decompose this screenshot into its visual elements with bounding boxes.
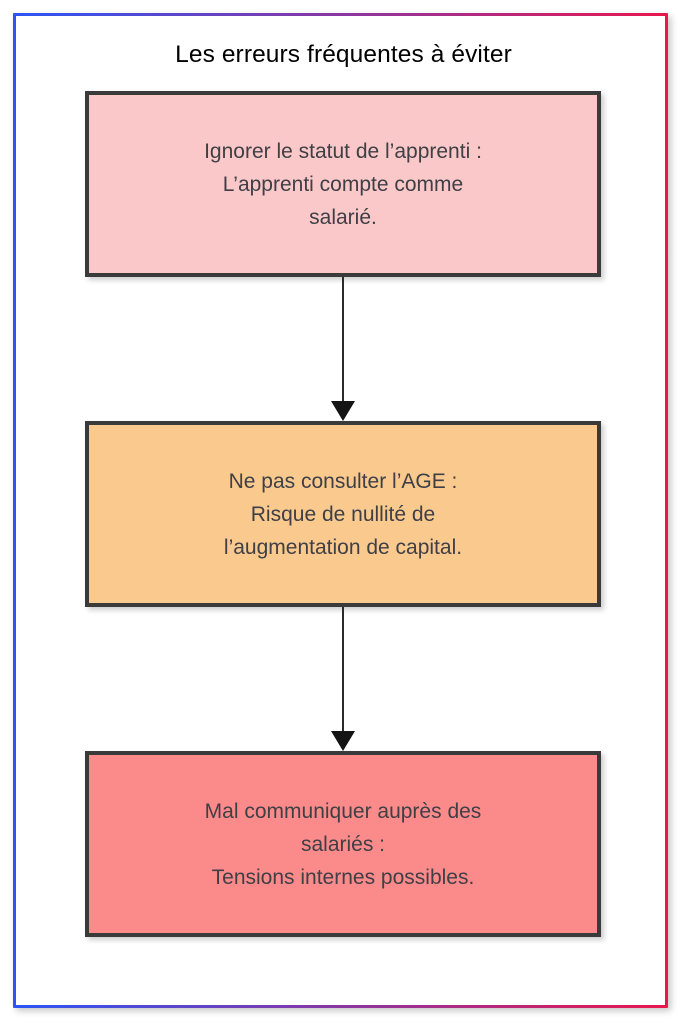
down-arrow-icon [331, 731, 355, 751]
connector-line [342, 277, 344, 405]
flow-node-ne-pas-consulter-age[interactable]: Ne pas consulter l’AGE : Risque de nulli… [85, 421, 601, 607]
flow-node-label: Ignorer le statut de l’apprenti : L’appr… [204, 139, 482, 229]
flow-node-label: Mal communiquer auprès des salariés : Te… [204, 799, 482, 889]
down-arrow-icon [331, 401, 355, 421]
gradient-frame: Les erreurs fréquentes à éviter Ignorer … [13, 13, 668, 1008]
connector-arrow-1-to-2 [331, 277, 355, 421]
flow-node-ignorer-statut-apprenti[interactable]: Ignorer le statut de l’apprenti : L’appr… [85, 91, 601, 277]
flow-node-mal-communiquer-salaries[interactable]: Mal communiquer auprès des salariés : Te… [85, 751, 601, 937]
connector-arrow-2-to-3 [331, 607, 355, 751]
page-title: Les erreurs fréquentes à éviter [175, 41, 512, 68]
flow-node-label: Ne pas consulter l’AGE : Risque de nulli… [223, 469, 463, 559]
connector-line [342, 607, 344, 735]
